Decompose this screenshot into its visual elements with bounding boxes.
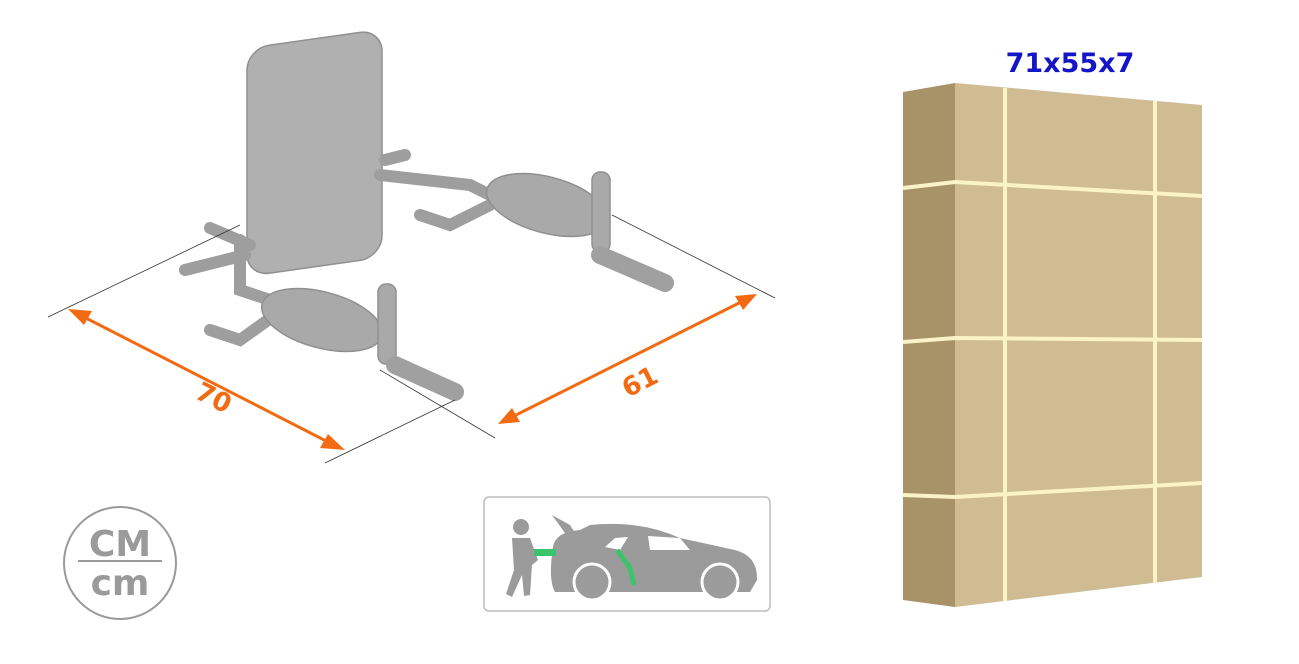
depth-arrow: [498, 294, 757, 424]
unit-bottom: cm: [91, 563, 150, 604]
unit-conversion-icon: CM cm: [63, 506, 177, 620]
chair-icon: [179, 31, 674, 401]
width-arrow: [68, 309, 345, 450]
box-icon: [902, 83, 1203, 607]
width-label: 70: [190, 377, 236, 420]
dimension-lines: [47, 214, 776, 464]
unit-top: CM: [89, 524, 151, 565]
depth-label: 61: [617, 361, 663, 404]
package-size: 71x55x7: [1006, 48, 1135, 79]
car-loading-icon: [483, 496, 771, 612]
